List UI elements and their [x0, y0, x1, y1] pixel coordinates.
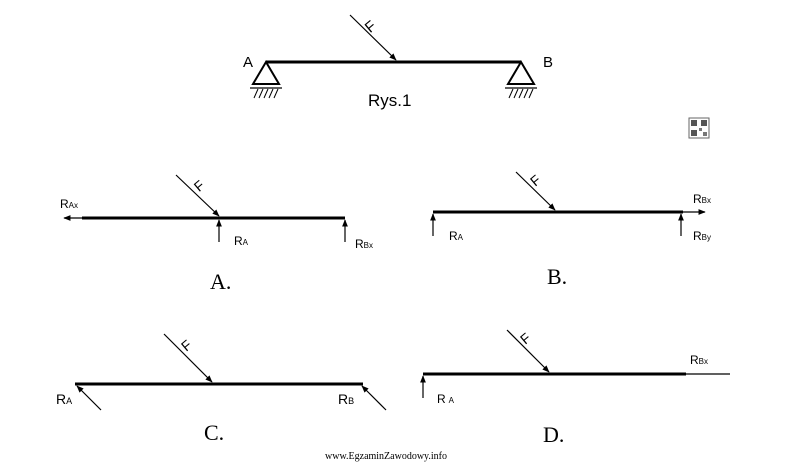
ra-arrow-c: [76, 385, 102, 411]
option-b[interactable]: F RA RBx RBy B.: [430, 171, 711, 289]
option-letter-b: B.: [547, 264, 567, 289]
rb-label-a: RBx: [355, 237, 373, 251]
rby-label-b: RBy: [693, 229, 711, 243]
force-label-b: F: [527, 172, 544, 190]
force-label-c: F: [178, 337, 195, 355]
force-label: F: [362, 18, 380, 37]
option-a[interactable]: F RAx RA RBx A.: [60, 174, 373, 294]
main-figure: F A B Rys.1: [243, 14, 553, 110]
force-arrow-c: [163, 333, 213, 383]
option-letter-c: C.: [204, 420, 224, 445]
ra-label-a: RA: [234, 234, 249, 248]
force-arrow-b: [515, 171, 556, 211]
qr-stamp: [688, 117, 710, 139]
force-arrow-a: [175, 174, 220, 217]
force-arrow: [349, 14, 397, 61]
ra-label-b: RA: [449, 229, 464, 243]
watermark: www.EgzaminZawodowy.info: [325, 451, 447, 462]
rax-label: RAx: [60, 197, 78, 211]
figure-caption: Rys.1: [368, 91, 411, 110]
force-label-d: F: [517, 330, 534, 348]
rb-label-c: RB: [338, 391, 354, 407]
rbx-label-d: RBx: [690, 353, 708, 367]
rbx-label-b: RBx: [693, 192, 711, 206]
label-a: A: [243, 54, 253, 71]
option-letter-d: D.: [543, 422, 564, 447]
support-a: [250, 60, 282, 99]
option-letter-a: A.: [210, 269, 231, 294]
option-c[interactable]: F RA RB C.: [56, 333, 387, 445]
rb-arrow-c: [361, 385, 387, 411]
ra-label-c: RA: [56, 391, 72, 407]
label-b: B: [543, 54, 553, 71]
force-arrow-d: [506, 329, 550, 373]
support-b: [505, 60, 537, 99]
